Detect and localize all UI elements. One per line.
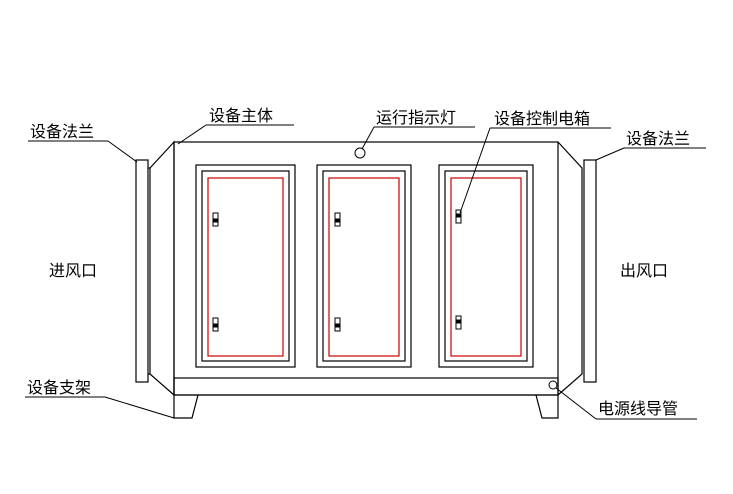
access-door-right	[438, 164, 534, 368]
inner-frame-middle	[328, 177, 400, 357]
door-hinge-icon	[334, 317, 341, 332]
indicator-light-icon	[354, 147, 366, 159]
label-support-stand: 设备支架	[27, 378, 91, 397]
door-hinge-icon	[212, 212, 219, 227]
access-door-middle	[316, 164, 412, 368]
door-hinge-icon	[212, 317, 219, 332]
leader-indicator-light	[361, 126, 475, 150]
conduit-port-icon	[548, 380, 558, 390]
inner-frame-right	[450, 177, 522, 357]
outlet-flange	[583, 159, 597, 383]
leader-inlet-flange	[28, 140, 138, 163]
leader-outlet-flange	[595, 147, 706, 161]
inlet-transition	[149, 140, 175, 396]
door-hinge-icon	[334, 212, 341, 227]
label-power-conduit: 电源线导管	[598, 399, 678, 418]
label-air-inlet: 进风口	[49, 261, 97, 280]
access-door-left	[195, 164, 296, 368]
base-rail	[173, 377, 559, 396]
support-leg-left	[173, 394, 199, 419]
inlet-flange	[135, 159, 150, 383]
label-control-box: 设备控制电箱	[494, 109, 590, 128]
label-inlet-flange: 设备法兰	[30, 122, 94, 141]
inner-frame-left	[207, 177, 284, 357]
label-indicator-light: 运行指示灯	[376, 108, 456, 127]
label-main-body: 设备主体	[209, 106, 273, 125]
leader-power-conduit	[555, 387, 697, 420]
label-outlet-flange: 设备法兰	[626, 129, 690, 148]
main-body	[173, 141, 559, 396]
leader-control-box	[459, 127, 611, 214]
leader-main-body	[177, 124, 294, 145]
outlet-transition	[557, 141, 583, 396]
leader-support-stand	[25, 396, 175, 419]
support-leg-right	[535, 394, 559, 419]
label-air-outlet: 出风口	[620, 261, 668, 280]
door-hinge-icon	[455, 209, 462, 224]
door-hinge-icon	[455, 315, 462, 330]
